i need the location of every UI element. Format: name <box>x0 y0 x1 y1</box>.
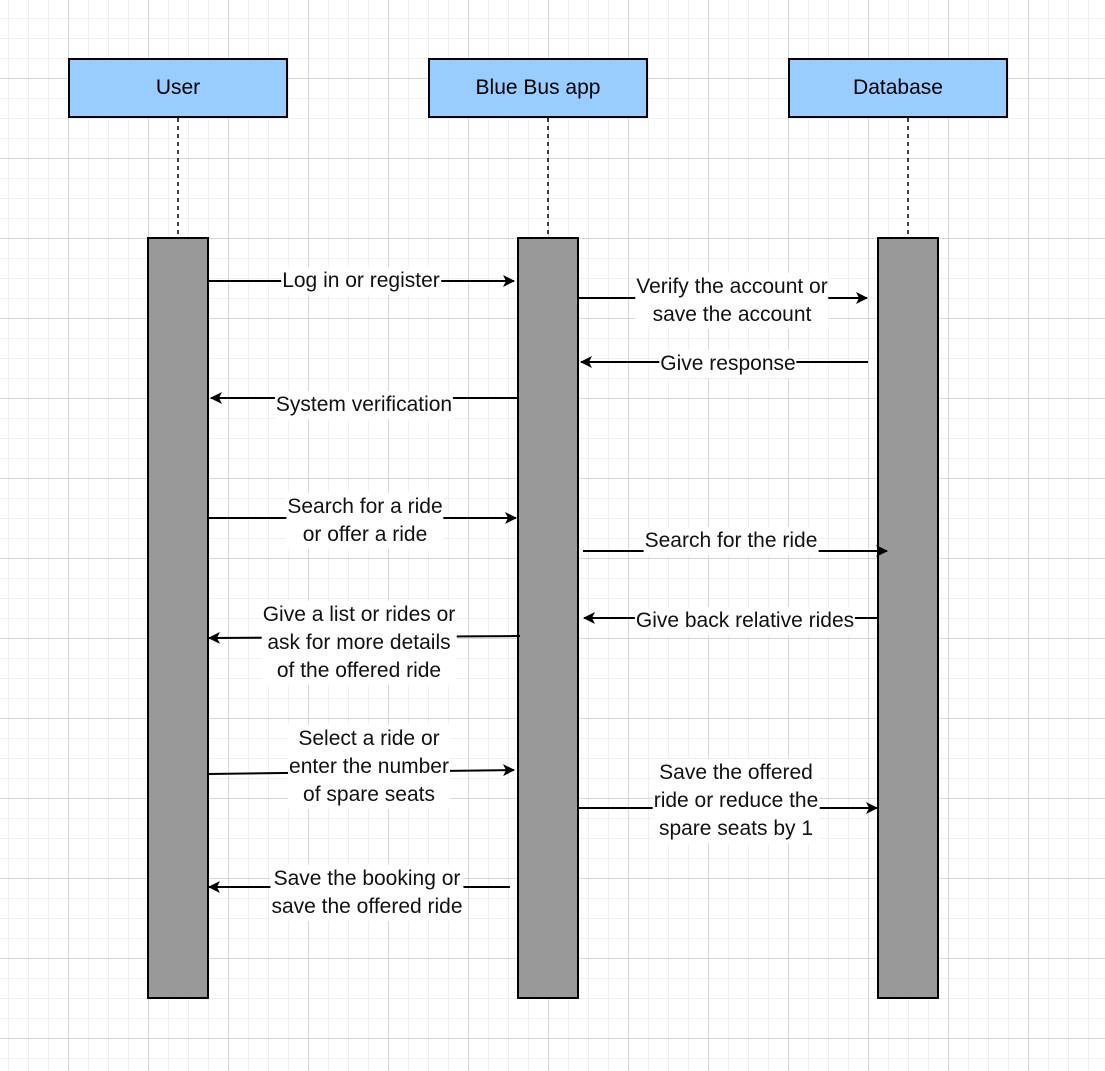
actor-app-label: Blue Bus app <box>475 76 601 99</box>
activation-bar-db <box>877 237 939 999</box>
message-label-login: Log in or register <box>281 267 441 295</box>
message-label-select-ride: Select a ride or enter the number of spa… <box>288 725 450 809</box>
actor-user-label: User <box>155 76 201 99</box>
actor-user-box[interactable]: User <box>68 58 288 118</box>
message-label-search-or-offer: Search for a ride or offer a ride <box>286 493 444 549</box>
message-label-relative-rides: Give back relative rides <box>634 607 856 635</box>
message-label-give-response: Give response <box>659 350 797 378</box>
activation-bar-user <box>147 237 209 999</box>
message-label-save-offered: Save the offered ride or reduce the spar… <box>652 759 820 843</box>
message-label-verify-account: Verify the account or save the account <box>635 273 829 329</box>
actor-db-box[interactable]: Database <box>788 58 1008 118</box>
message-label-system-verification: System verification <box>274 391 454 419</box>
activation-bar-app <box>517 237 579 999</box>
actor-app-box[interactable]: Blue Bus app <box>428 58 648 118</box>
actor-db-label: Database <box>853 76 943 99</box>
message-label-search-ride: Search for the ride <box>643 527 819 555</box>
message-label-list-of-rides: Give a list or rides or ask for more det… <box>261 601 457 685</box>
message-label-save-booking: Save the booking or save the offered rid… <box>270 865 464 921</box>
